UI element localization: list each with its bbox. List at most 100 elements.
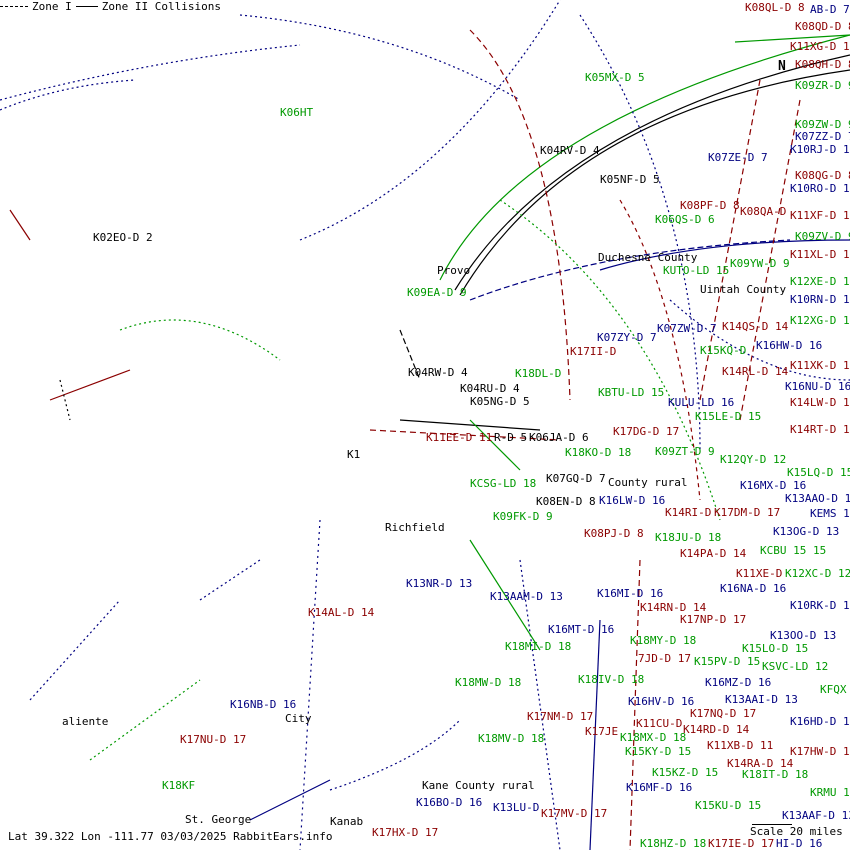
station-label[interactable]: K17HX-D 17 xyxy=(372,826,439,839)
station-label[interactable]: K16MX-D 16 xyxy=(740,479,807,492)
station-label[interactable]: AB-D 7 xyxy=(810,3,850,16)
station-label[interactable]: KEMS 16 xyxy=(810,507,850,520)
station-label[interactable]: K07ZZ-D 7 xyxy=(795,130,850,143)
station-label[interactable]: K11XE-D xyxy=(736,567,783,580)
station-label[interactable]: K13NR-D 13 xyxy=(406,577,473,590)
station-label[interactable]: K12XE-D 12 xyxy=(790,275,850,288)
station-label[interactable]: K17NP-D 17 xyxy=(680,613,747,626)
station-label[interactable]: K18HZ-D 18 xyxy=(640,837,707,850)
station-label[interactable]: K14RT-D 14 xyxy=(790,423,850,436)
station-label[interactable]: K14QS-D 14 xyxy=(722,320,789,333)
station-label[interactable]: K14LW-D 14 xyxy=(790,396,850,409)
station-label[interactable]: K14RD-D 14 xyxy=(683,723,750,736)
station-label[interactable]: K16MI-D 16 xyxy=(597,587,664,600)
station-label[interactable]: KULU-LD 16 xyxy=(668,396,735,409)
station-label[interactable]: K18MY-D 18 xyxy=(630,634,697,647)
station-label[interactable]: K14RI-D xyxy=(665,506,712,519)
station-label[interactable]: K18KF xyxy=(162,779,196,792)
station-label[interactable]: K13OO-D 13 xyxy=(770,629,837,642)
station-label[interactable]: K17HW-D 17 xyxy=(790,745,850,758)
station-label[interactable]: K16NU-D 16 xyxy=(785,380,850,393)
station-label[interactable]: K13AAI-D 13 xyxy=(725,693,798,706)
station-label[interactable]: KSVC-LD 12 xyxy=(762,660,829,673)
station-label[interactable]: K11XB-D 11 xyxy=(707,739,774,752)
station-label[interactable]: K08PF-D 8 xyxy=(680,199,740,212)
station-label[interactable]: K11CU-D xyxy=(636,717,683,730)
station-label[interactable]: K13AAM-D 13 xyxy=(490,590,563,603)
station-label[interactable]: KFQX 15 xyxy=(820,683,850,696)
station-label[interactable]: 7JD-D 17 xyxy=(638,652,691,665)
station-label[interactable]: K18JU-D 18 xyxy=(655,531,722,544)
station-label[interactable]: K14RL-D 14 xyxy=(722,365,789,378)
station-label[interactable]: KCSG-LD 18 xyxy=(470,477,537,490)
station-label[interactable]: K09YW-D 9 xyxy=(730,257,790,270)
station-label[interactable]: K17DM-D 17 xyxy=(714,506,781,519)
station-label[interactable]: K09ZV-D 9 xyxy=(795,230,850,243)
station-label[interactable]: K12XG-D 12 xyxy=(790,314,850,327)
station-label[interactable]: K15PV-D 15 xyxy=(694,655,761,668)
station-label[interactable]: K17II-D xyxy=(570,345,617,358)
station-label[interactable]: KCBU 15 15 xyxy=(760,544,827,557)
station-label[interactable]: K09ZT-D 9 xyxy=(655,445,715,458)
station-label[interactable]: K10RO-D 10 xyxy=(790,182,850,195)
station-label[interactable]: K16HW-D 16 xyxy=(756,339,823,352)
station-label[interactable]: K18MX-D 18 xyxy=(620,731,687,744)
station-label[interactable]: K15KY-D 15 xyxy=(625,745,692,758)
station-label[interactable]: K08QL-D 8 xyxy=(745,1,805,14)
station-label[interactable]: K15LO-D 15 xyxy=(742,642,809,655)
station-label[interactable]: K15KU-D 15 xyxy=(695,799,762,812)
station-label[interactable]: K16BO-D 16 xyxy=(416,796,483,809)
station-label[interactable]: KBTU-LD 15 xyxy=(598,386,665,399)
station-label[interactable]: HI-D 16 xyxy=(776,837,823,850)
station-label[interactable]: K07ZY-D 7 xyxy=(597,331,657,344)
station-label[interactable]: K17DG-D 17 xyxy=(613,425,680,438)
station-label[interactable]: K11EE-D 11 xyxy=(426,431,493,444)
station-label[interactable]: K11XK-D 11 xyxy=(790,359,850,372)
station-label[interactable]: K08QD-D 8 xyxy=(795,20,850,33)
station-label[interactable]: K16MF-D 16 xyxy=(626,781,693,794)
station-label[interactable]: K17NQ-D 17 xyxy=(690,707,757,720)
station-label[interactable]: K18MI-D 18 xyxy=(505,640,572,653)
station-label[interactable]: K05MX-D 5 xyxy=(585,71,645,84)
station-label[interactable]: K06HT xyxy=(280,106,314,119)
station-label[interactable]: K17MV-D 17 xyxy=(541,807,608,820)
station-label[interactable]: K07ZW-D 7 xyxy=(657,322,717,335)
station-label[interactable]: K18IV-D 18 xyxy=(578,673,645,686)
station-label[interactable]: K12QY-D 12 xyxy=(720,453,787,466)
station-label[interactable]: K09EA-D 9 xyxy=(407,286,467,299)
station-label[interactable]: K15KQ-D xyxy=(700,344,747,357)
station-label[interactable]: K14AL-D 14 xyxy=(308,606,375,619)
station-label[interactable]: K16NA-D 16 xyxy=(720,582,787,595)
station-label[interactable]: K13AAO-D 13 xyxy=(785,492,850,505)
station-label[interactable]: K09ZW-D 9 xyxy=(795,118,850,131)
station-label[interactable]: K16HD-D 16 xyxy=(790,715,850,728)
station-label[interactable]: K08QG-D 8 xyxy=(795,169,850,182)
station-label[interactable]: K16MT-D 16 xyxy=(548,623,615,636)
station-label[interactable]: KUTO-LD 15 xyxy=(663,264,730,277)
station-label[interactable]: K08PJ-D 8 xyxy=(584,527,644,540)
station-label[interactable]: K13OG-D 13 xyxy=(773,525,840,538)
station-label[interactable]: K08QA-D xyxy=(740,205,787,218)
station-label[interactable]: K16NB-D 16 xyxy=(230,698,297,711)
station-label[interactable]: K14RN-D 14 xyxy=(640,601,707,614)
station-label[interactable]: KRMU 18 xyxy=(810,786,850,799)
station-label[interactable]: K18MW-D 18 xyxy=(455,676,522,689)
station-label[interactable]: K12XC-D 12 xyxy=(785,567,850,580)
station-label[interactable]: K10RJ-D 10 xyxy=(790,143,850,156)
station-label[interactable]: K09FK-D 9 xyxy=(493,510,553,523)
station-label[interactable]: K10RN-D 10 xyxy=(790,293,850,306)
station-label[interactable]: K17NM-D 17 xyxy=(527,710,594,723)
station-label[interactable]: K11XG-D 11 xyxy=(790,40,850,53)
station-label[interactable]: K18MV-D 18 xyxy=(478,732,545,745)
station-label[interactable]: K07ZE-D 7 xyxy=(708,151,768,164)
station-label[interactable]: K15LQ-D 15 xyxy=(787,466,850,479)
station-label[interactable]: K16HV-D 16 xyxy=(628,695,695,708)
station-label[interactable]: K06QS-D 6 xyxy=(655,213,715,226)
station-label[interactable]: K08QH-D 8 xyxy=(795,58,850,71)
station-label[interactable]: K15LE-D 15 xyxy=(695,410,762,423)
station-label[interactable]: K10RK-D 10 xyxy=(790,599,850,612)
station-label[interactable]: K14RA-D 14 xyxy=(727,757,794,770)
station-label[interactable]: K16MZ-D 16 xyxy=(705,676,772,689)
station-label[interactable]: K17IE-D 17 xyxy=(708,837,775,850)
